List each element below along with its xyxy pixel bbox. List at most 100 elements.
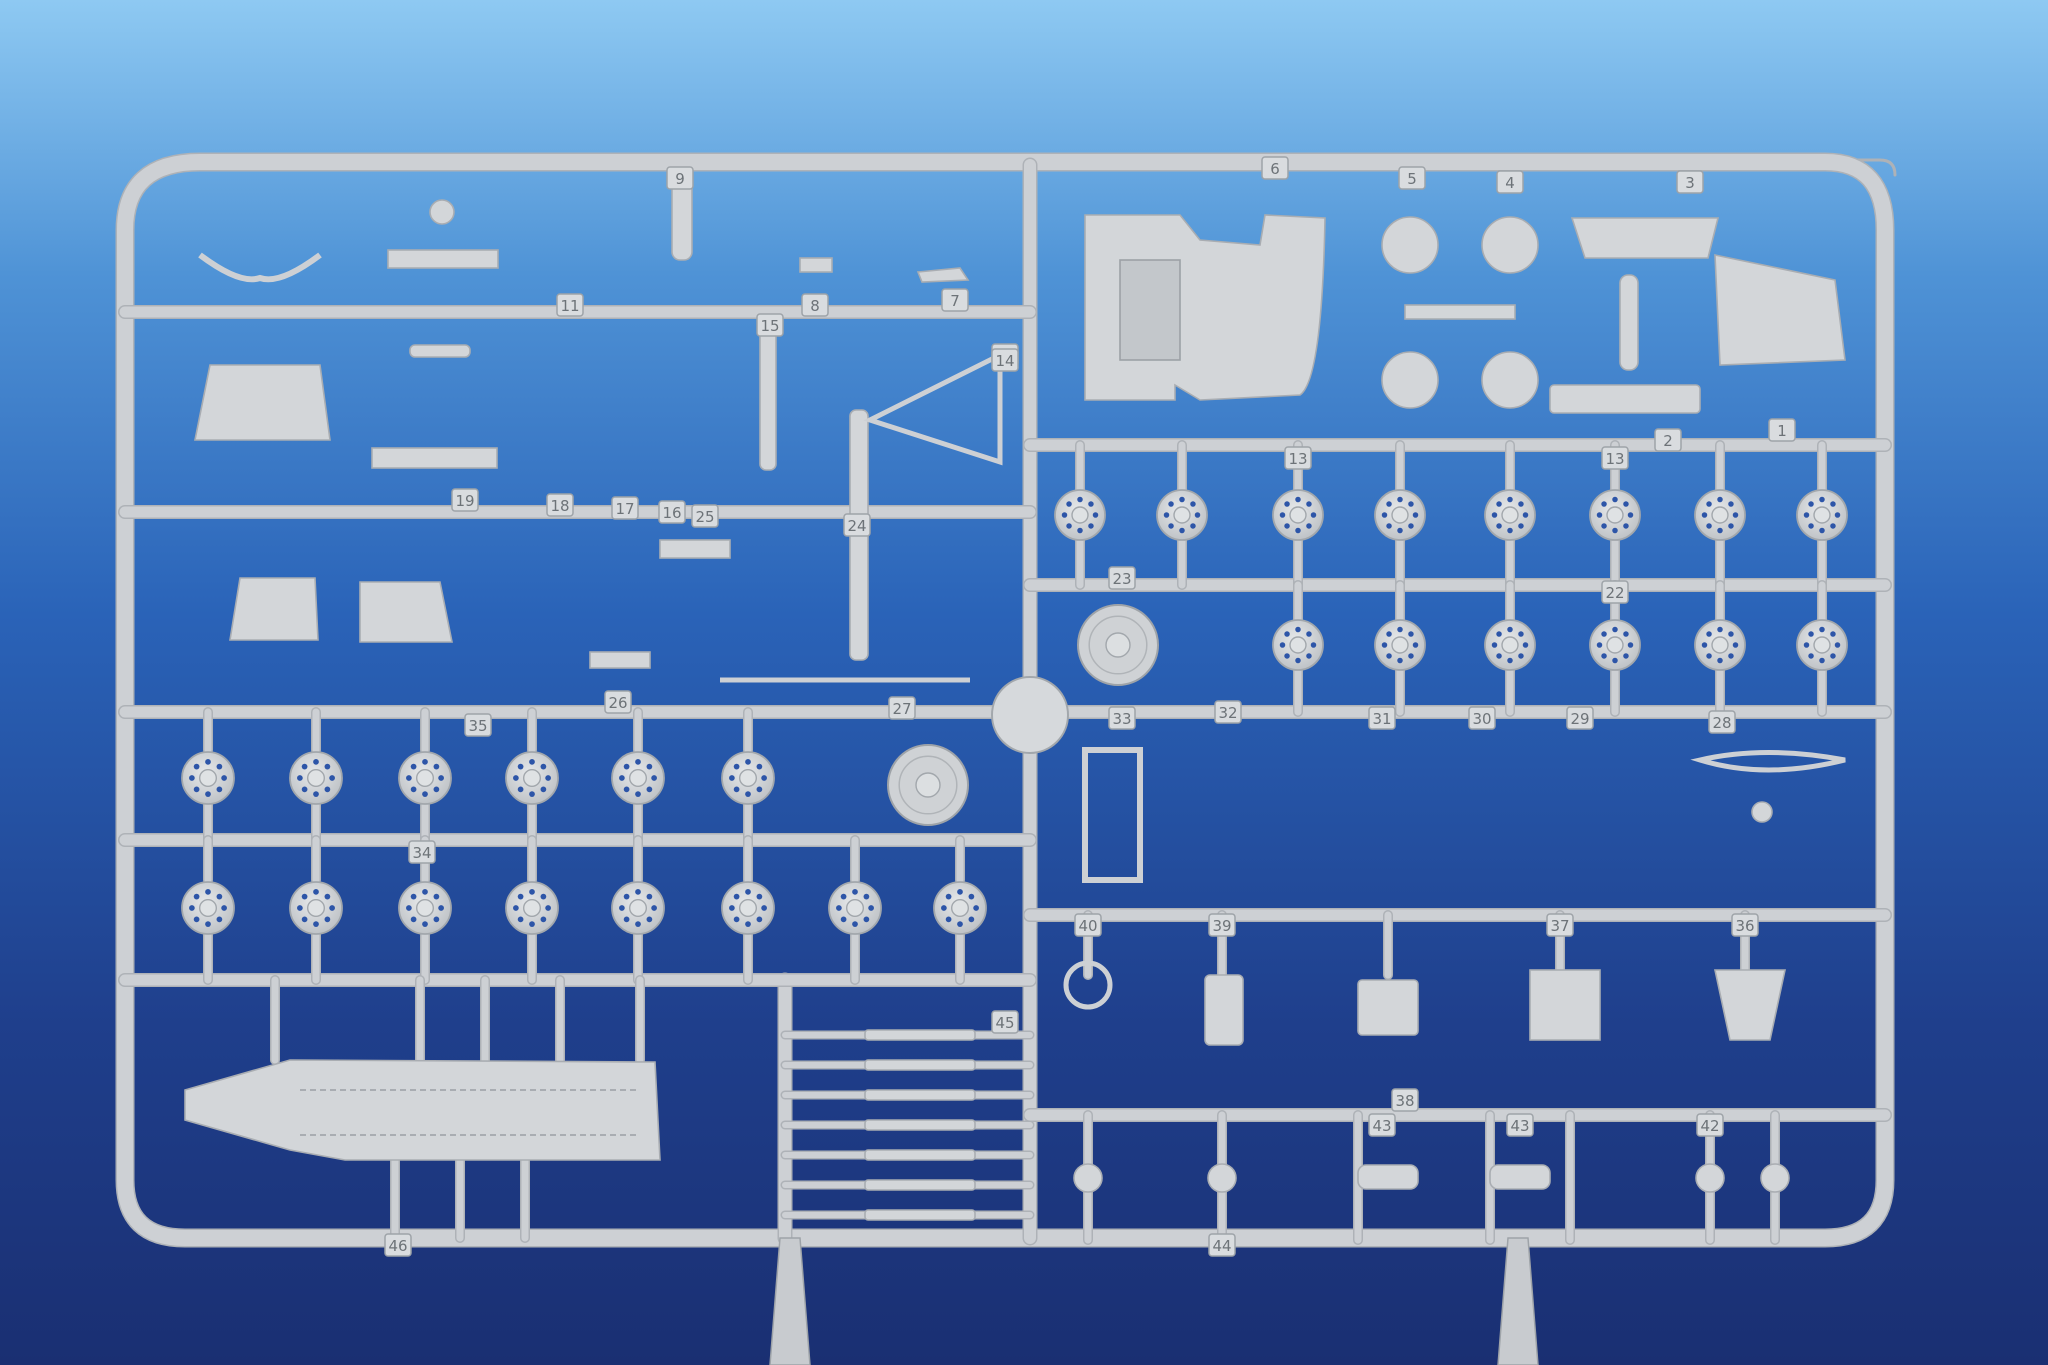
wheel-row2-3-spoke-hole (1596, 642, 1603, 648)
part-number-label: 24 (847, 517, 866, 535)
wheel-row1-0-spoke-hole (1088, 523, 1094, 529)
wheel-row4-7-spoke-hole (945, 916, 952, 923)
part-number-tag: 13 (1601, 446, 1629, 470)
part-number-label: 23 (1112, 570, 1131, 588)
wheel-row1-7-spoke-hole (1830, 501, 1836, 507)
part-number-tag-box (1074, 913, 1102, 937)
part-number-label: 40 (1078, 917, 1097, 935)
part-number-label: 5 (1407, 170, 1417, 188)
part-number-tag-box (1368, 1113, 1396, 1137)
door-part-right (359, 581, 453, 643)
wheel-row3-3-spoke-hole (513, 775, 519, 781)
part-number-tag-box (1261, 156, 1289, 180)
gear-part-4 (1481, 216, 1539, 274)
wheel-row4-4-spoke-hole (623, 893, 630, 900)
wheel-row4-2-spoke-hole (422, 889, 428, 895)
wheel-row3-1-spoke-hole (297, 775, 303, 781)
knob-part-42b (1760, 1163, 1790, 1193)
part-number-label: 2 (1663, 432, 1673, 450)
part-number-label: 13 (1605, 450, 1624, 468)
panel-part-2 (1549, 384, 1701, 414)
wheel-row2-2-spoke-hole (1518, 631, 1524, 637)
wheel-row1-7-spoke-hole (1808, 501, 1814, 507)
wheel-row4-7-spoke-hole (957, 889, 963, 895)
wheel-row3-5-hub (738, 768, 758, 788)
wheel-row3-2-spoke-hole (410, 763, 417, 770)
wheel-row2-5-spoke-hole (1803, 642, 1810, 648)
part-number-label: 37 (1550, 917, 1569, 935)
wheel-row4-2-spoke-hole (410, 893, 417, 900)
cylinder-part (659, 539, 731, 559)
wheel-row4-6-spoke-hole (840, 893, 847, 900)
wheel-row3-0-spoke-hole (205, 759, 211, 765)
part-number-tag: 25 (691, 504, 719, 528)
wheel-row4-4-spoke-hole (651, 905, 657, 911)
part-number-tag-box (1696, 1113, 1724, 1137)
wheel-row1-2 (1272, 489, 1324, 541)
part-number-label: 33 (1112, 710, 1131, 728)
part-number-label: 29 (1570, 710, 1589, 728)
part-number-tag: 9 (666, 166, 694, 190)
gear-part-5b (1381, 351, 1439, 409)
part-number-tag: 4 (1496, 170, 1524, 194)
wheel-row1-1-spoke-hole (1179, 527, 1185, 534)
wheel-row4-0 (181, 881, 235, 935)
wheel-row1-3-hub (1391, 506, 1409, 524)
wheel-row2-2-spoke-hole (1522, 642, 1529, 648)
part-number-tag: 46 (384, 1233, 412, 1257)
strut-part-14 (863, 350, 1003, 466)
wheel-row1-1-spoke-hole (1190, 501, 1196, 507)
part-number-label: 30 (1472, 710, 1491, 728)
wheel-row3-1-spoke-hole (324, 786, 331, 793)
part-number-tag-box (801, 293, 829, 317)
part-number-tag-box (1108, 566, 1136, 590)
wheel-row4-1-spoke-hole (301, 893, 308, 900)
part-number-tag: 26 (604, 690, 632, 714)
wheel-row2-0-spoke-hole (1284, 653, 1290, 659)
part-number-tag-box (991, 1010, 1019, 1034)
wheel-row1-1-hub (1173, 506, 1191, 524)
wheel-row2-0-spoke-hole (1306, 653, 1312, 659)
ladder-rung-45 (864, 1149, 976, 1161)
part-number-tags: 6543129871011141519181716252426271313232… (384, 156, 1796, 1257)
wheel-row3-5-spoke-hole (733, 786, 740, 793)
wheel-row3-3-spoke-hole (529, 791, 535, 797)
wheel-row2-5-spoke-hole (1834, 642, 1841, 648)
part-39 (1204, 974, 1244, 1046)
part-number-tag: 39 (1208, 913, 1236, 937)
part-number-tag-box (888, 696, 916, 720)
wheel-row1-7-spoke-hole (1834, 512, 1841, 518)
shaft-part-15 (759, 329, 777, 471)
part-number-label: 44 (1212, 1237, 1231, 1255)
part-number-label: 38 (1395, 1092, 1414, 1110)
wheel-row4-3-spoke-hole (529, 921, 535, 927)
wheel-row4-1-spoke-hole (329, 905, 335, 911)
wheel-row1-1-spoke-hole (1163, 512, 1170, 518)
part-number-label: 39 (1212, 917, 1231, 935)
wheel-row2-4-spoke-hole (1717, 626, 1723, 633)
part-number-label: 1 (1777, 422, 1787, 440)
wheel-row1-0-spoke-hole (1077, 527, 1083, 534)
part-number-tag-box (556, 293, 584, 317)
wheel-row1-2-spoke-hole (1310, 512, 1317, 518)
wheel-row3-2-spoke-hole (422, 791, 428, 797)
bar-part (198, 252, 322, 283)
wheel-row4-1-hub (306, 898, 326, 918)
part-number-tag: 33 (1108, 706, 1136, 730)
wheel-row3-2-spoke-hole (438, 775, 444, 781)
wheel-row4-6-spoke-hole (852, 889, 858, 895)
wheel-row2-3-spoke-hole (1623, 631, 1629, 637)
wheel-row2-1 (1374, 619, 1426, 671)
wheel-row2-3-spoke-hole (1612, 657, 1618, 664)
wheel-row1-4-spoke-hole (1507, 527, 1513, 534)
wheel-row2-3-hub (1606, 636, 1624, 654)
wheel-row3-1 (289, 751, 343, 805)
part-number-label: 14 (995, 352, 1014, 370)
part-number-tag: 37 (1546, 913, 1574, 937)
part-number-tag-box (546, 493, 574, 517)
wheel-row2-1-hub (1391, 636, 1409, 654)
wheel-row1-6-spoke-hole (1728, 501, 1734, 507)
part-number-tag-box (464, 713, 492, 737)
wheel-row1-5-spoke-hole (1623, 523, 1629, 529)
knob-part (429, 199, 455, 225)
